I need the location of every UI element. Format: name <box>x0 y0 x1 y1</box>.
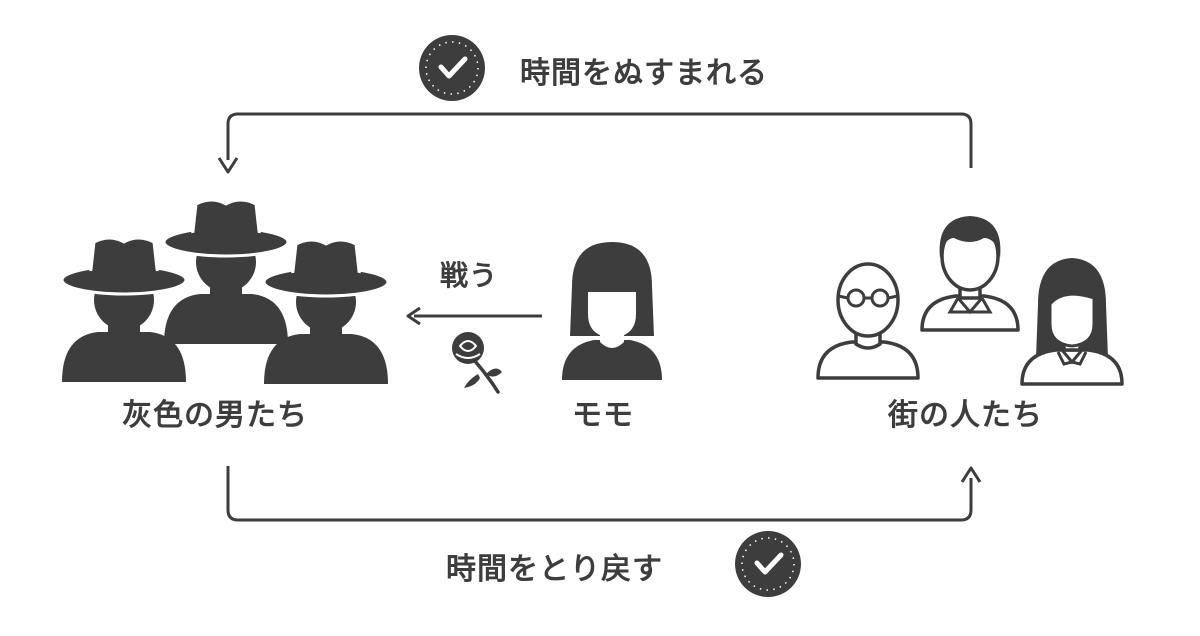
bald-glasses-man-icon <box>816 262 920 380</box>
girl-icon <box>562 242 662 380</box>
steal-time-label: 時間をぬすまれる <box>520 56 768 91</box>
grey-men-group <box>60 198 390 386</box>
clock-icon <box>735 531 801 597</box>
bottom-arrow-head <box>960 466 982 483</box>
townspeople-label: 街の人たち <box>888 398 1043 433</box>
fight-label: 戦う <box>440 259 499 292</box>
rose-icon <box>452 332 502 394</box>
top-arrow-line <box>226 112 973 168</box>
hat-figure-icon <box>162 198 290 346</box>
bottom-arrow-line <box>226 466 973 522</box>
fight-arrow-head <box>406 306 421 326</box>
hat-figure-icon <box>262 238 390 386</box>
top-arrow-head <box>217 157 239 174</box>
clock-icon <box>419 35 485 101</box>
woman-icon <box>1020 258 1124 386</box>
hat-figure-icon <box>60 236 188 384</box>
grey-men-label: 灰色の男たち <box>122 398 308 433</box>
townspeople-group <box>816 216 1124 386</box>
man-collar-icon <box>920 216 1020 332</box>
return-time-label: 時間をとり戻す <box>446 552 663 587</box>
momo-label: モモ <box>572 398 634 433</box>
